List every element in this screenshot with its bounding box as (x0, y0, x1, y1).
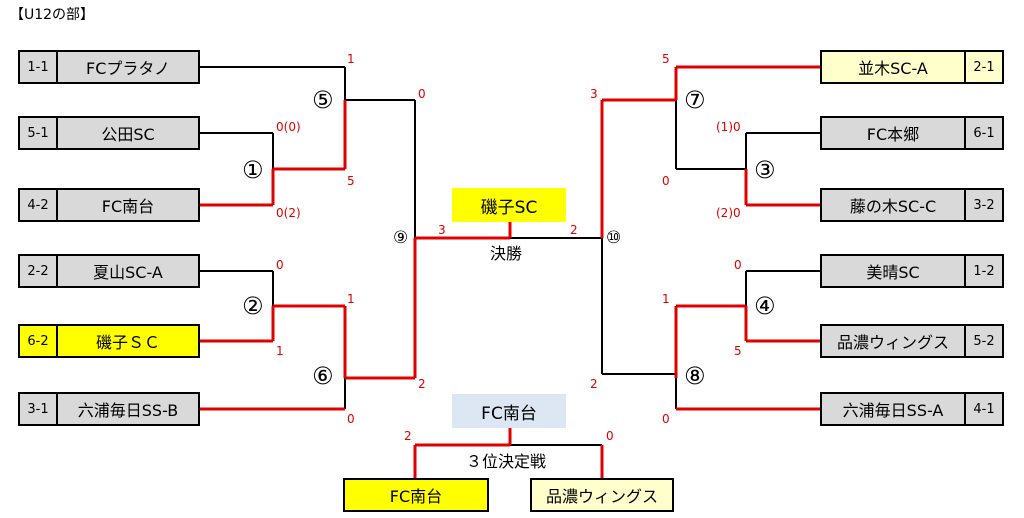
score-third-right: 0 (606, 429, 614, 443)
team-name: 並木SC-A (820, 50, 966, 84)
match-number-10: ⑩ (606, 228, 622, 248)
score-m10-bottom: 2 (590, 377, 598, 391)
team-seed: 1-2 (964, 254, 1004, 288)
match-number-4: ④ (754, 292, 776, 320)
team-name: 品濃ウィングス (820, 324, 966, 358)
score-final-left: 3 (438, 223, 446, 237)
final-label: 決勝 (490, 244, 523, 263)
match-number-8: ⑧ (684, 362, 706, 390)
team-name: 公田SC (56, 116, 200, 150)
score-final-right: 2 (570, 223, 578, 237)
score-m1-bottom: 0(2) (276, 206, 301, 220)
team-seed: 6-1 (964, 116, 1004, 150)
score-m2-bottom: 1 (276, 344, 284, 358)
team-name: 磯子ＳＣ (56, 324, 200, 358)
score-m1-top: 0(0) (276, 120, 301, 134)
score-m7-top: 5 (662, 52, 670, 66)
score-m8-bottom: 0 (662, 412, 670, 426)
third-place-winner-box: FC南台 (452, 394, 566, 428)
team-name: 六浦毎日SS-A (820, 392, 966, 426)
team-name: 藤の木SC-C (820, 188, 966, 222)
match-number-2: ② (242, 292, 264, 320)
score-m9-bottom: 2 (418, 377, 426, 391)
score-m7-bottom: 0 (662, 174, 670, 188)
score-m5-top: 1 (347, 52, 355, 66)
team-seed: 3-2 (964, 188, 1004, 222)
match-number-6: ⑥ (312, 362, 334, 390)
third-place-right-team: 品濃ウィングス (530, 478, 674, 512)
team-seed: 6-2 (18, 324, 58, 358)
score-m3-bottom: (2)0 (716, 206, 741, 220)
score-third-left: 2 (404, 429, 412, 443)
team-seed: 2-2 (18, 254, 58, 288)
third-place-label: ３位決定戦 (466, 452, 547, 471)
team-name: FC本郷 (820, 116, 966, 150)
team-seed: 1-1 (18, 50, 58, 84)
team-name: 美晴SC (820, 254, 966, 288)
team-name: 六浦毎日SS-B (56, 392, 200, 426)
team-name: FC南台 (56, 188, 200, 222)
team-seed: 3-1 (18, 392, 58, 426)
score-m3-top: (1)0 (716, 120, 741, 134)
score-m6-top: 1 (347, 292, 355, 306)
score-m8-top: 1 (662, 292, 670, 306)
division-title: 【U12の部】 (10, 7, 95, 23)
team-seed: 5-2 (964, 324, 1004, 358)
team-seed: 2-1 (964, 50, 1004, 84)
match-number-7: ⑦ (684, 86, 706, 114)
team-seed: 5-1 (18, 116, 58, 150)
match-number-9: ⑨ (393, 228, 409, 248)
team-seed: 4-1 (964, 392, 1004, 426)
team-seed: 4-2 (18, 188, 58, 222)
score-m5-bottom: 5 (347, 174, 355, 188)
score-m2-top: 0 (276, 258, 284, 272)
match-number-3: ③ (754, 156, 776, 184)
match-number-5: ⑤ (312, 86, 334, 114)
champion-box: 磯子SC (452, 188, 566, 222)
score-m10-top: 3 (590, 87, 598, 101)
team-name: 夏山SC-A (56, 254, 200, 288)
match-number-1: ① (242, 156, 264, 184)
score-m6-bottom: 0 (347, 412, 355, 426)
score-m9-top: 0 (418, 87, 426, 101)
score-m4-bottom: 5 (734, 344, 742, 358)
third-place-left-team: FC南台 (343, 478, 489, 512)
team-name: FCプラタノ (56, 50, 200, 84)
score-m4-top: 0 (734, 258, 742, 272)
